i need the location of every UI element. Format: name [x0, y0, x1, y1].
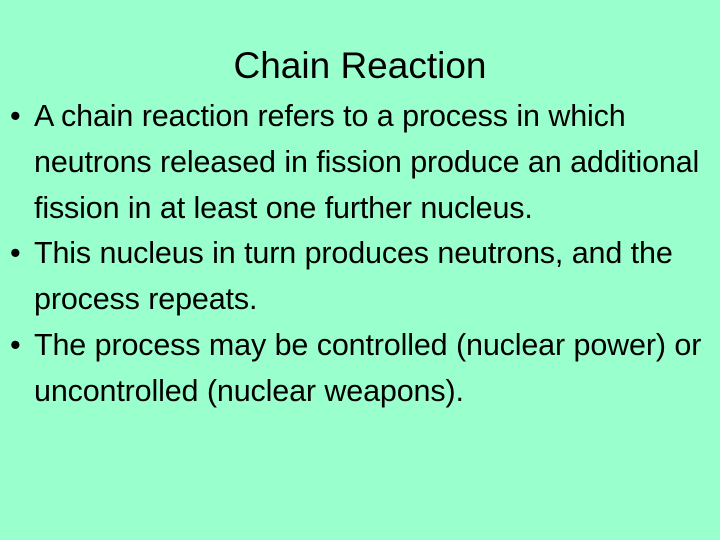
list-item-text: A chain reaction refers to a process in … [34, 99, 700, 225]
list-item: • This nucleus in turn produces neutrons… [8, 231, 716, 323]
bullet-point-icon: • [10, 236, 21, 271]
list-item-text: This nucleus in turn produces neutrons, … [34, 236, 673, 317]
list-item: • The process may be controlled (nuclear… [8, 323, 716, 415]
bullet-point-icon: • [10, 327, 21, 362]
list-item-text: The process may be controlled (nuclear p… [34, 327, 702, 408]
bullet-point-icon: • [10, 99, 21, 133]
bullet-list: • A chain reaction refers to a process i… [8, 94, 716, 415]
list-item: • A chain reaction refers to a process i… [8, 94, 716, 231]
page-title: Chain Reaction [233, 45, 487, 86]
